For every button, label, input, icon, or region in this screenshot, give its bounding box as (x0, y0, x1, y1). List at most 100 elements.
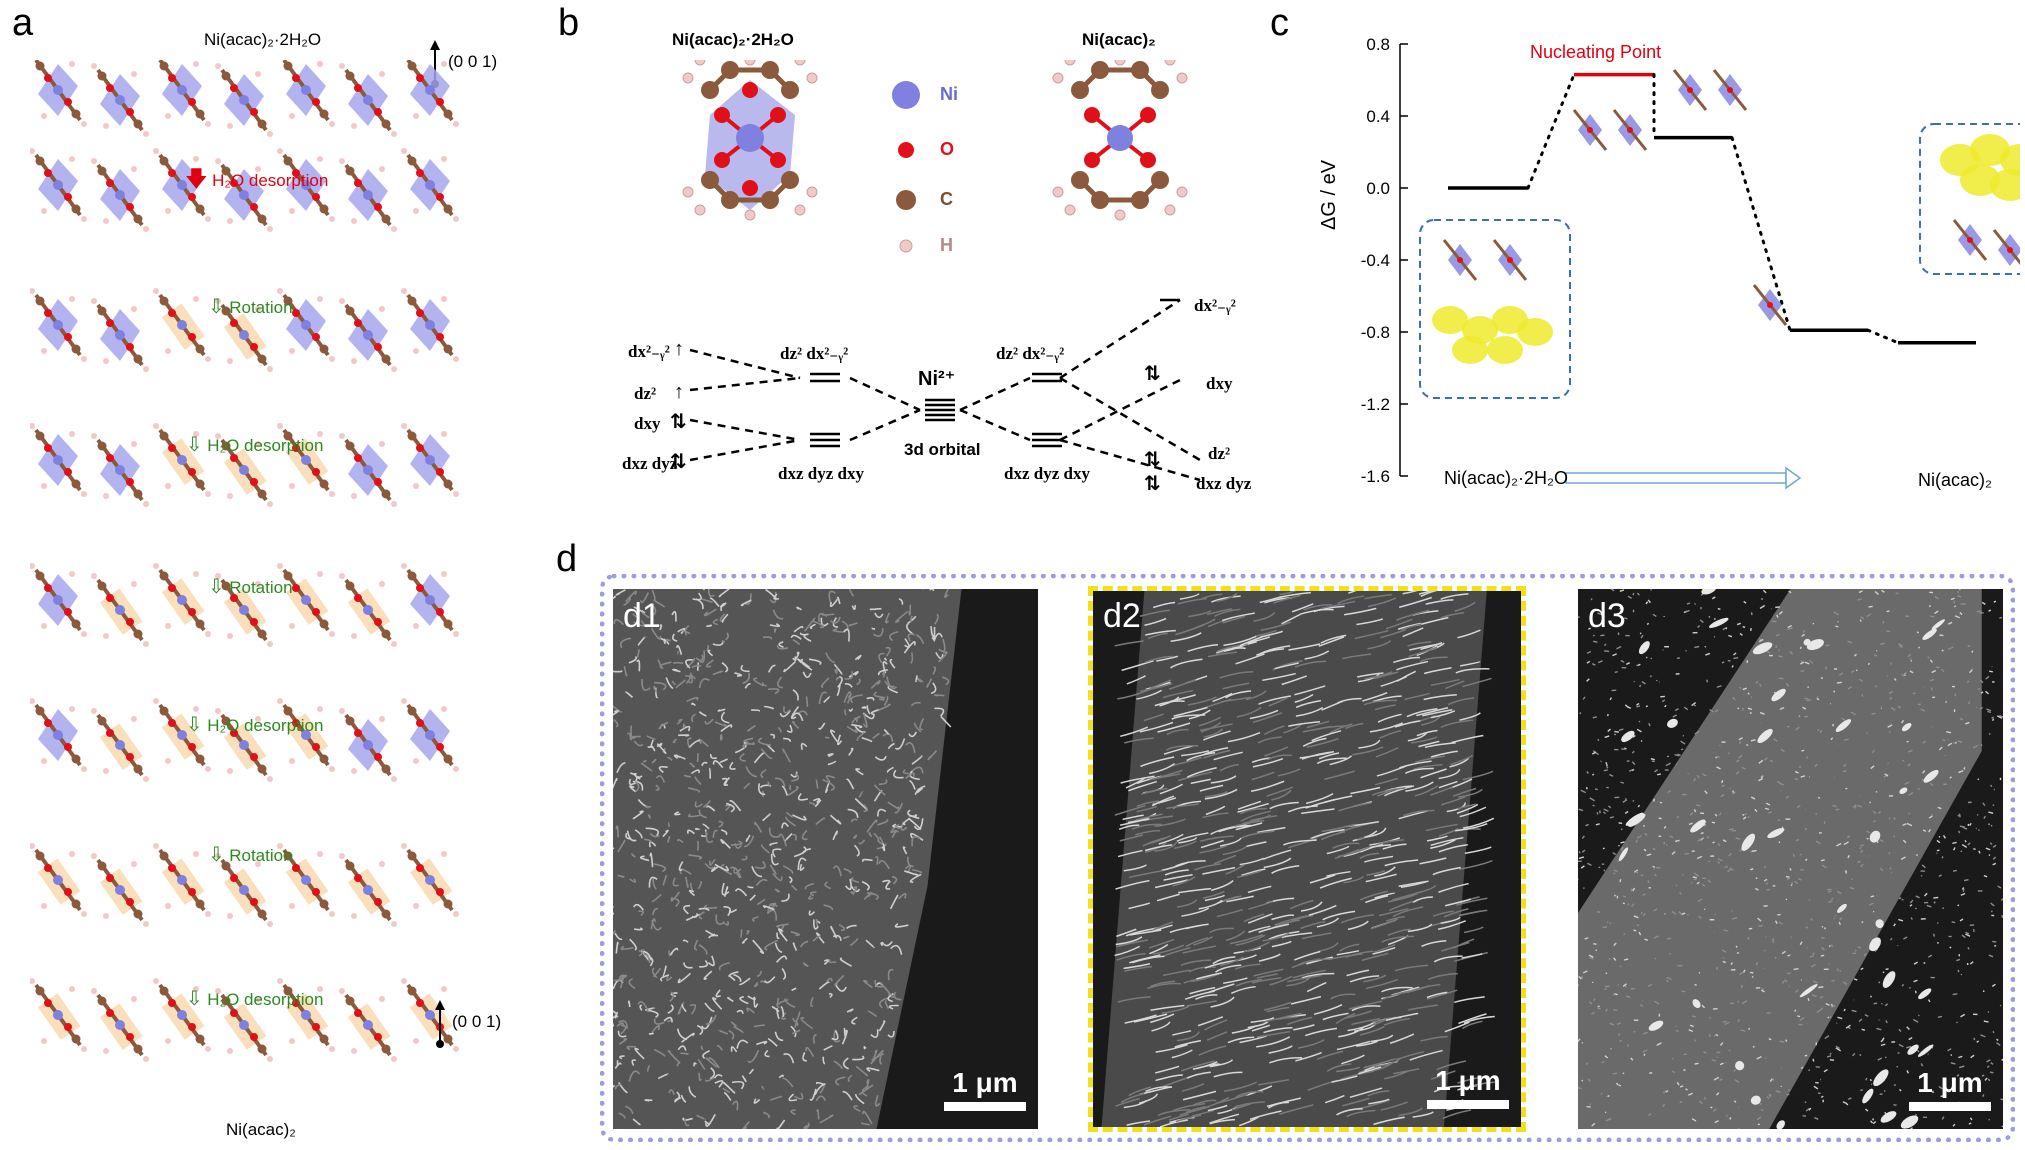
chain-row (30, 843, 459, 927)
chain-row (30, 563, 459, 647)
right-split-lower: dxz dyz dxy (1004, 464, 1090, 483)
chart-end-label: Ni(acac)₂ (1918, 470, 1992, 490)
spin-pair-icon: ⇅ (1144, 449, 1161, 471)
right-split-upper: dz² dx²₋ᵧ² (996, 344, 1065, 363)
axis-label-bottom: (0 0 1) (452, 1012, 502, 1031)
step-2: ⇩ Rotation (208, 294, 293, 319)
step-7: ⇩ H₂O desorption (186, 986, 323, 1011)
atom-legend: Ni O C H (886, 80, 1026, 260)
charge-density-blob (1487, 336, 1523, 364)
step-5: ⇩ H₂O desorption (186, 712, 323, 737)
energy-profile-chart: 0.8 0.4 0.0 -0.4 -0.8 -1.2 -1.6 (1361, 35, 2020, 490)
step-5-label: H₂O desorption (207, 716, 324, 735)
spin-up-icon: ↑ (674, 381, 684, 403)
sem-d2-label: d2 (1103, 597, 1141, 635)
legend-c-label: C (940, 189, 953, 209)
panel-b-molecules (682, 60, 1188, 221)
y-tick-label: 0.4 (1366, 107, 1390, 126)
left-level-1: dx²₋ᵧ² (628, 342, 670, 361)
chain-row (30, 423, 459, 507)
planar-molecule (1052, 60, 1188, 221)
step-6: ⇩ Rotation (208, 842, 293, 867)
left-split-upper: dz² dx²₋ᵧ² (780, 344, 849, 363)
chart-start-label: Ni(acac)₂·2H₂O (1444, 468, 1568, 488)
panel-b-right-title: Ni(acac)₂ (1082, 30, 1156, 49)
left-level-4: dxz dyz (622, 454, 678, 473)
scale-bar-d2-label: 1 μm (1435, 1065, 1501, 1096)
sem-image-d1: d1 1 μm (613, 589, 1038, 1129)
step-3-arrow-icon: ⇩ (186, 434, 203, 456)
octahedral-molecule (682, 60, 818, 221)
y-tick-label: -0.8 (1361, 323, 1390, 342)
step-3: ⇩ H₂O desorption (186, 432, 323, 457)
chain-row (30, 288, 459, 372)
right-level-4: dxz dyz (1196, 474, 1252, 493)
legend-o-label: O (940, 139, 955, 159)
step-7-arrow-icon: ⇩ (186, 988, 203, 1010)
legend-ni-icon (892, 81, 920, 109)
y-tick-label: -1.2 (1361, 395, 1390, 414)
chain-row (34, 60, 459, 137)
step-5-arrow-icon: ⇩ (186, 714, 203, 736)
step-6-arrow-icon: ⇩ (208, 844, 225, 866)
spin-pair-icon: ⇅ (670, 411, 687, 433)
left-level-2: dz² (634, 384, 657, 403)
legend-ni-label: Ni (940, 84, 958, 104)
chain-row (30, 148, 459, 232)
charge-density-blob (1960, 164, 2000, 196)
scale-bar-d1-label: 1 μm (952, 1067, 1018, 1098)
right-level-1: dx²₋ᵧ² (1194, 296, 1236, 315)
reaction-arrow-icon (1565, 472, 1787, 484)
spin-pair-icon: ⇅ (1144, 473, 1161, 495)
panel-label-d: d (556, 538, 578, 580)
charge-density-blob (1452, 336, 1488, 364)
legend-o-icon (898, 142, 914, 158)
chart-y-label: ΔG / eV (1318, 159, 1340, 230)
transition-connector (1526, 73, 1576, 190)
axis-label-top: (0 0 1) (448, 52, 498, 71)
y-tick-label: -1.6 (1361, 467, 1390, 486)
spin-pair-icon: ⇅ (670, 451, 687, 473)
panel-a-bottom-formula: Ni(acac)₂ (226, 1120, 296, 1139)
sem-d3-label: d3 (1588, 597, 1626, 635)
inset-box-final (1919, 123, 2020, 275)
y-tick-label: 0.0 (1366, 179, 1390, 198)
charge-density-blob (2000, 144, 2020, 176)
spin-pair-icon: ⇅ (1144, 363, 1161, 385)
right-level-3: dz² (1208, 444, 1231, 463)
step-2-arrow-icon: ⇩ (208, 296, 225, 318)
right-level-2: dxy (1206, 374, 1233, 393)
transition-connector (1730, 136, 1792, 332)
step-2-label: Rotation (229, 298, 293, 317)
charge-density-blob (1970, 134, 2010, 166)
step-3-label: H₂O desorption (207, 436, 324, 455)
charge-density-blob (1990, 169, 2020, 201)
orbital-diagram: ↑ ↑ ⇅ ⇅ ⇅ ⇅ ⇅ (670, 298, 1201, 495)
step-7-label: H₂O desorption (207, 990, 324, 1009)
y-tick-label: 0.8 (1366, 35, 1390, 54)
step-4-label: Rotation (229, 578, 293, 597)
3d-orbital-label: 3d orbital (904, 440, 981, 459)
step-6-label: Rotation (229, 846, 293, 865)
sem-d1-label: d1 (623, 597, 661, 635)
left-level-3: dxy (634, 414, 661, 433)
scale-bar-d2: 1 μm (1427, 1065, 1509, 1109)
sem-image-d2: d2 1 μm (1088, 586, 1526, 1132)
chain-row (30, 978, 459, 1062)
left-split-lower: dxz dyz dxy (778, 464, 864, 483)
y-tick-label: -0.4 (1361, 251, 1390, 270)
legend-h-label: H (940, 235, 953, 255)
panel-a-structures (30, 60, 459, 1062)
panel-a-top-formula: Ni(acac)₂·2H₂O (204, 30, 322, 49)
panel-label-c: c (1270, 2, 1289, 44)
scale-bar-d3-label: 1 μm (1917, 1067, 1983, 1098)
step-4: ⇩ Rotation (208, 574, 293, 599)
charge-density-blob (1517, 318, 1553, 346)
scale-bar-d3: 1 μm (1909, 1067, 1991, 1111)
panel-label-b: b (558, 2, 580, 44)
panel-d-frame (600, 574, 2015, 1142)
nucleating-point-label: Nucleating Point (1530, 42, 1662, 62)
axis-arrow-bottom-icon (430, 1000, 450, 1050)
legend-c-icon (896, 190, 916, 210)
transition-connector (1866, 328, 1900, 345)
